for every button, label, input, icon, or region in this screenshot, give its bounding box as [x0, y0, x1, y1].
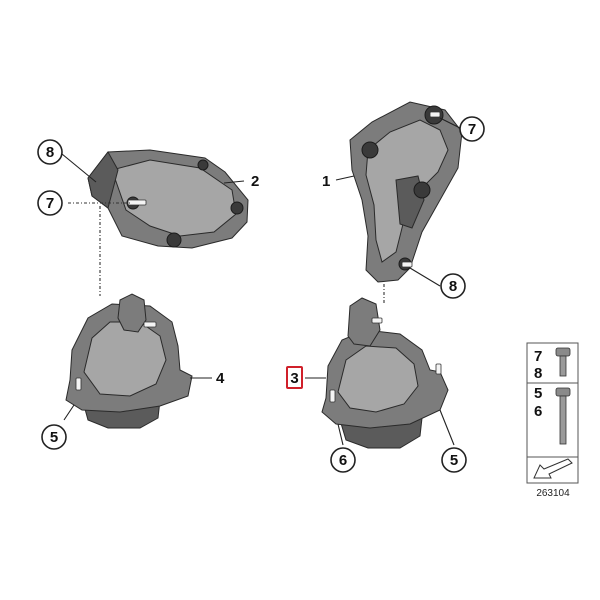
callout-label: 8 [449, 278, 457, 295]
callout-label: 8 [46, 144, 54, 161]
leader-5a [63, 404, 75, 421]
reference-number: 263104 [536, 488, 570, 499]
callout-6[interactable]: 6 [330, 447, 356, 473]
callout-8-right[interactable]: 8 [440, 273, 466, 299]
callout-5-bottom-right[interactable]: 5 [441, 447, 467, 473]
part-2-label[interactable]: 2 [251, 173, 259, 190]
part-3-engine-mount[interactable] [321, 297, 449, 449]
part-2-bracket[interactable] [87, 149, 249, 249]
part-3-label-selected[interactable]: 3 [286, 366, 303, 389]
legend-label-5: 5 [534, 385, 542, 402]
callout-5-bottom-left[interactable]: 5 [41, 424, 67, 450]
callout-8-top-left[interactable]: 8 [37, 139, 63, 165]
leader-2 [223, 180, 245, 184]
hardware-legend: 7 8 5 6 [526, 342, 579, 484]
leader-1 [335, 175, 355, 181]
long-bolt-icon [555, 387, 571, 445]
part-4-engine-mount[interactable] [65, 293, 193, 429]
legend-label-8: 8 [534, 365, 542, 382]
callout-label: 5 [50, 429, 58, 446]
callout-label: 7 [468, 121, 476, 138]
legend-frame [526, 342, 579, 458]
leader-8a [61, 153, 97, 183]
selection-highlight [286, 366, 303, 389]
callout-7-top-right[interactable]: 7 [459, 116, 485, 142]
legend-label-7: 7 [534, 348, 542, 365]
short-bolt-icon [555, 347, 571, 377]
callout-label: 6 [339, 452, 347, 469]
legend-label-6: 6 [534, 403, 542, 420]
part-3-label: 3 [290, 370, 298, 387]
callout-label: 7 [46, 195, 54, 212]
part-1-bracket[interactable] [349, 101, 463, 283]
leader-8b [409, 267, 441, 287]
leader-5b [439, 409, 455, 446]
callout-label: 5 [450, 452, 458, 469]
arrow-left-down-icon [533, 458, 573, 479]
leader-7b [439, 117, 461, 129]
part-4-label[interactable]: 4 [216, 370, 225, 387]
callout-7-left[interactable]: 7 [37, 190, 63, 216]
leader-6 [337, 423, 344, 446]
part-1-label[interactable]: 1 [322, 173, 330, 190]
